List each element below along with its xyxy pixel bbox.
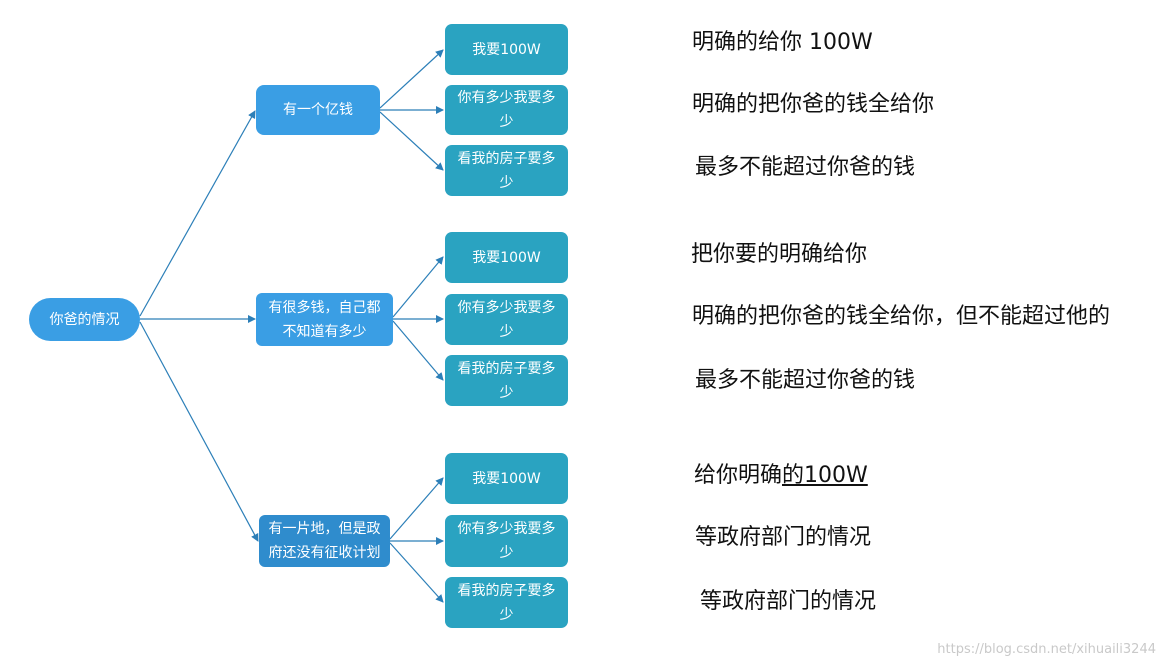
note-3-1: 给你明确的100W (694, 461, 868, 491)
note-1-1: 明确的给你 100W (692, 30, 873, 55)
note-3-1-prefix: 给你明确 (694, 463, 783, 488)
leaf-node-1-1: 我要100W (445, 24, 568, 75)
note-2-1: 把你要的明确给你 (691, 242, 868, 267)
leaf-node-2-1: 我要100W (445, 232, 568, 283)
branch-node-2: 有很多钱，自己都不知道有多少 (256, 293, 393, 346)
connector-b1-leaf-1 (379, 49, 444, 109)
connector-b3-leaf-3 (389, 542, 444, 603)
connector-root-branch-1 (139, 110, 256, 317)
root-node: 你爸的情况 (29, 298, 140, 341)
leaf-node-3-3: 看我的房子要多少 (445, 577, 568, 628)
branch-node-3: 有一片地，但是政府还没有征收计划 (259, 515, 390, 567)
note-2-2: 明确的把你爸的钱全给你，但不能超过他的 (692, 304, 1111, 329)
leaf-node-2-3: 看我的房子要多少 (445, 355, 568, 406)
note-1-2: 明确的把你爸的钱全给你 (692, 92, 935, 117)
note-3-1-underlined: 的100W (782, 463, 868, 488)
watermark: https://blog.csdn.net/xihuaili3244 (937, 642, 1156, 657)
connector-b2-leaf-3 (392, 320, 444, 381)
connector-root-branch-3 (139, 321, 259, 542)
leaf-node-1-3: 看我的房子要多少 (445, 145, 568, 196)
note-1-3: 最多不能超过你爸的钱 (695, 155, 916, 180)
leaf-node-1-2: 你有多少我要多少 (445, 85, 568, 135)
branch-node-1: 有一个亿钱 (256, 85, 380, 135)
connector-b2-leaf-1 (392, 256, 444, 318)
note-3-2: 等政府部门的情况 (695, 525, 872, 550)
connector-b3-leaf-1 (389, 477, 444, 540)
leaf-node-3-1: 我要100W (445, 453, 568, 504)
leaf-node-3-2: 你有多少我要多少 (445, 515, 568, 567)
leaf-node-2-2: 你有多少我要多少 (445, 294, 568, 345)
note-2-3: 最多不能超过你爸的钱 (695, 368, 916, 393)
connector-b1-leaf-3 (379, 111, 444, 171)
note-3-3: 等政府部门的情况 (700, 589, 877, 614)
